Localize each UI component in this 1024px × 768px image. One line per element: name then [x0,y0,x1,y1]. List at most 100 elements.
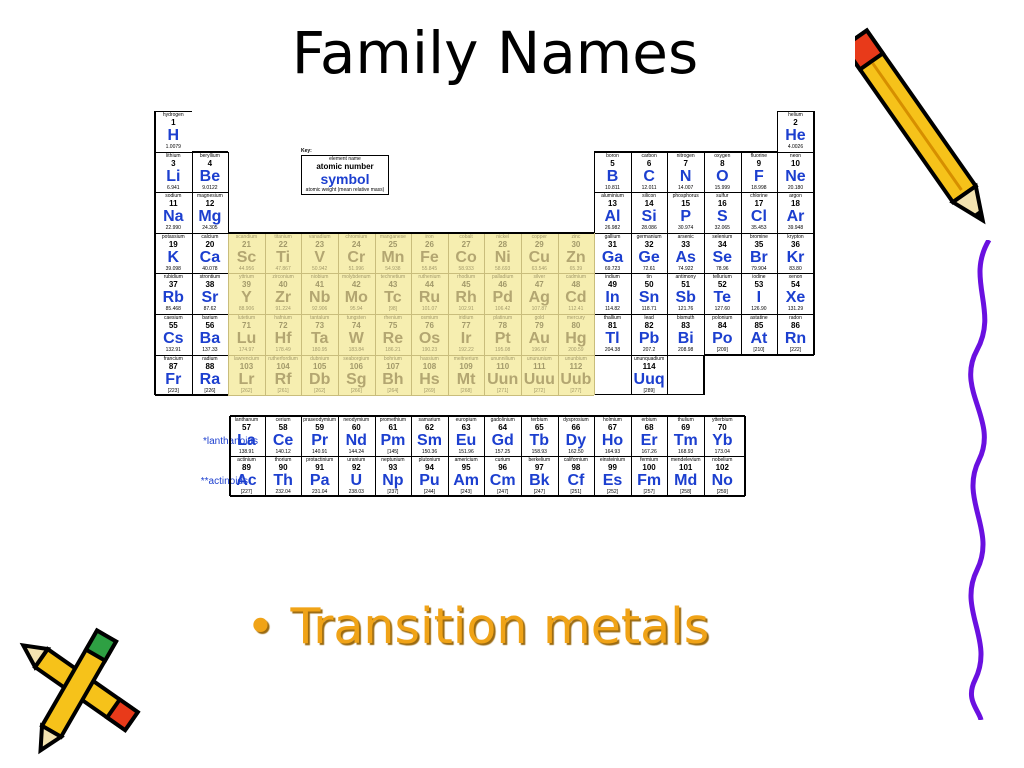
atomic-number: 71 [242,321,251,330]
atomic-weight: 102.91 [458,306,474,313]
atomic-weight: 83.80 [789,265,802,272]
element-name: curium [495,457,511,463]
atomic-weight: 9.0122 [202,184,218,191]
atomic-weight: [222] [789,347,802,353]
atomic-number: 53 [754,280,764,290]
element-name: magnesium [196,193,223,200]
atomic-number: 25 [388,239,398,249]
atomic-number: 43 [388,280,398,290]
atomic-number: 84 [717,321,727,330]
grid-line [777,111,814,112]
atomic-number: 66 [571,423,581,432]
element-symbol: Db [309,370,331,388]
element-name: lawrencium [233,355,260,362]
atomic-number: 88 [205,361,215,371]
element-name: sulfur [716,193,729,200]
element-symbol: Cr [347,248,366,266]
atomic-weight: 74.922 [678,265,694,272]
grid-line [301,232,303,396]
element-name: americium [454,457,478,463]
element-symbol: Br [750,248,768,266]
element-symbol: Ar [786,208,805,226]
atomic-number: 51 [681,280,691,290]
element-symbol: Fe [420,248,439,266]
element-symbol: In [605,289,620,307]
element-symbol: Rn [784,330,807,347]
element-symbol: Cm [489,472,516,489]
element-name: manganese [379,233,406,240]
element-symbol: Ta [310,330,329,347]
grid-line [230,495,745,497]
element-symbol: No [711,472,733,489]
element-symbol: K [167,248,180,266]
atomic-number: 7 [683,158,688,168]
atomic-number: 14 [644,199,654,209]
element-name: hafnium [274,315,292,321]
atomic-number: 61 [388,423,398,432]
element-symbol: Np [382,472,404,489]
element-name: einsteinium [599,457,626,463]
grid-line [594,232,814,234]
atomic-weight: 4.0026 [787,144,804,150]
atomic-weight: 6.941 [167,184,180,191]
element-symbol: Tl [605,330,620,347]
atomic-weight: 10.811 [605,184,620,191]
atomic-weight: 183.84 [348,347,364,353]
element-symbol: F [754,167,764,185]
atomic-weight: 69.723 [604,265,621,272]
atomic-number: 40 [278,280,288,290]
element-name: thallium [603,315,622,321]
atomic-weight: 39.948 [787,225,804,232]
element-symbol: Ga [601,248,624,266]
atomic-number: 8 [720,158,725,168]
atomic-weight: 231.04 [312,489,328,495]
element-symbol: Nd [345,432,367,449]
element-name: ununbium [564,355,587,362]
grid-line [594,394,704,396]
atomic-number: 72 [278,321,288,330]
element-symbol: Dy [565,432,587,449]
atomic-number: 60 [351,423,361,432]
element-name: krypton [787,233,804,240]
element-name: titanium [274,233,292,240]
element-name: copper [531,233,547,240]
element-name: ytterbium [712,417,733,423]
element-symbol: Am [453,472,479,489]
element-symbol: Zn [566,248,586,266]
atomic-weight: 118.71 [641,306,657,313]
element-name: bohrium [383,355,402,362]
atomic-number: 109 [459,361,473,371]
atomic-number: 47 [534,280,544,290]
element-name: mendelevium [670,457,701,463]
element-name: fermium [640,457,659,463]
atomic-weight: 144.24 [348,449,364,455]
atomic-number: 54 [791,280,800,290]
atomic-weight: 162.50 [568,449,584,455]
atomic-number: 64 [498,423,508,432]
atomic-number: 56 [205,321,215,330]
element-symbol: Kr [786,248,805,266]
element-name: bromine [749,233,768,240]
element-name: ruthenium [418,274,441,281]
atomic-weight: 72.61 [642,265,656,272]
atomic-weight: [237] [387,489,399,495]
atomic-number: 6 [646,158,652,168]
atomic-weight: 35.453 [751,225,767,232]
atomic-weight: 92.906 [312,306,328,313]
atomic-number: 92 [351,463,361,472]
